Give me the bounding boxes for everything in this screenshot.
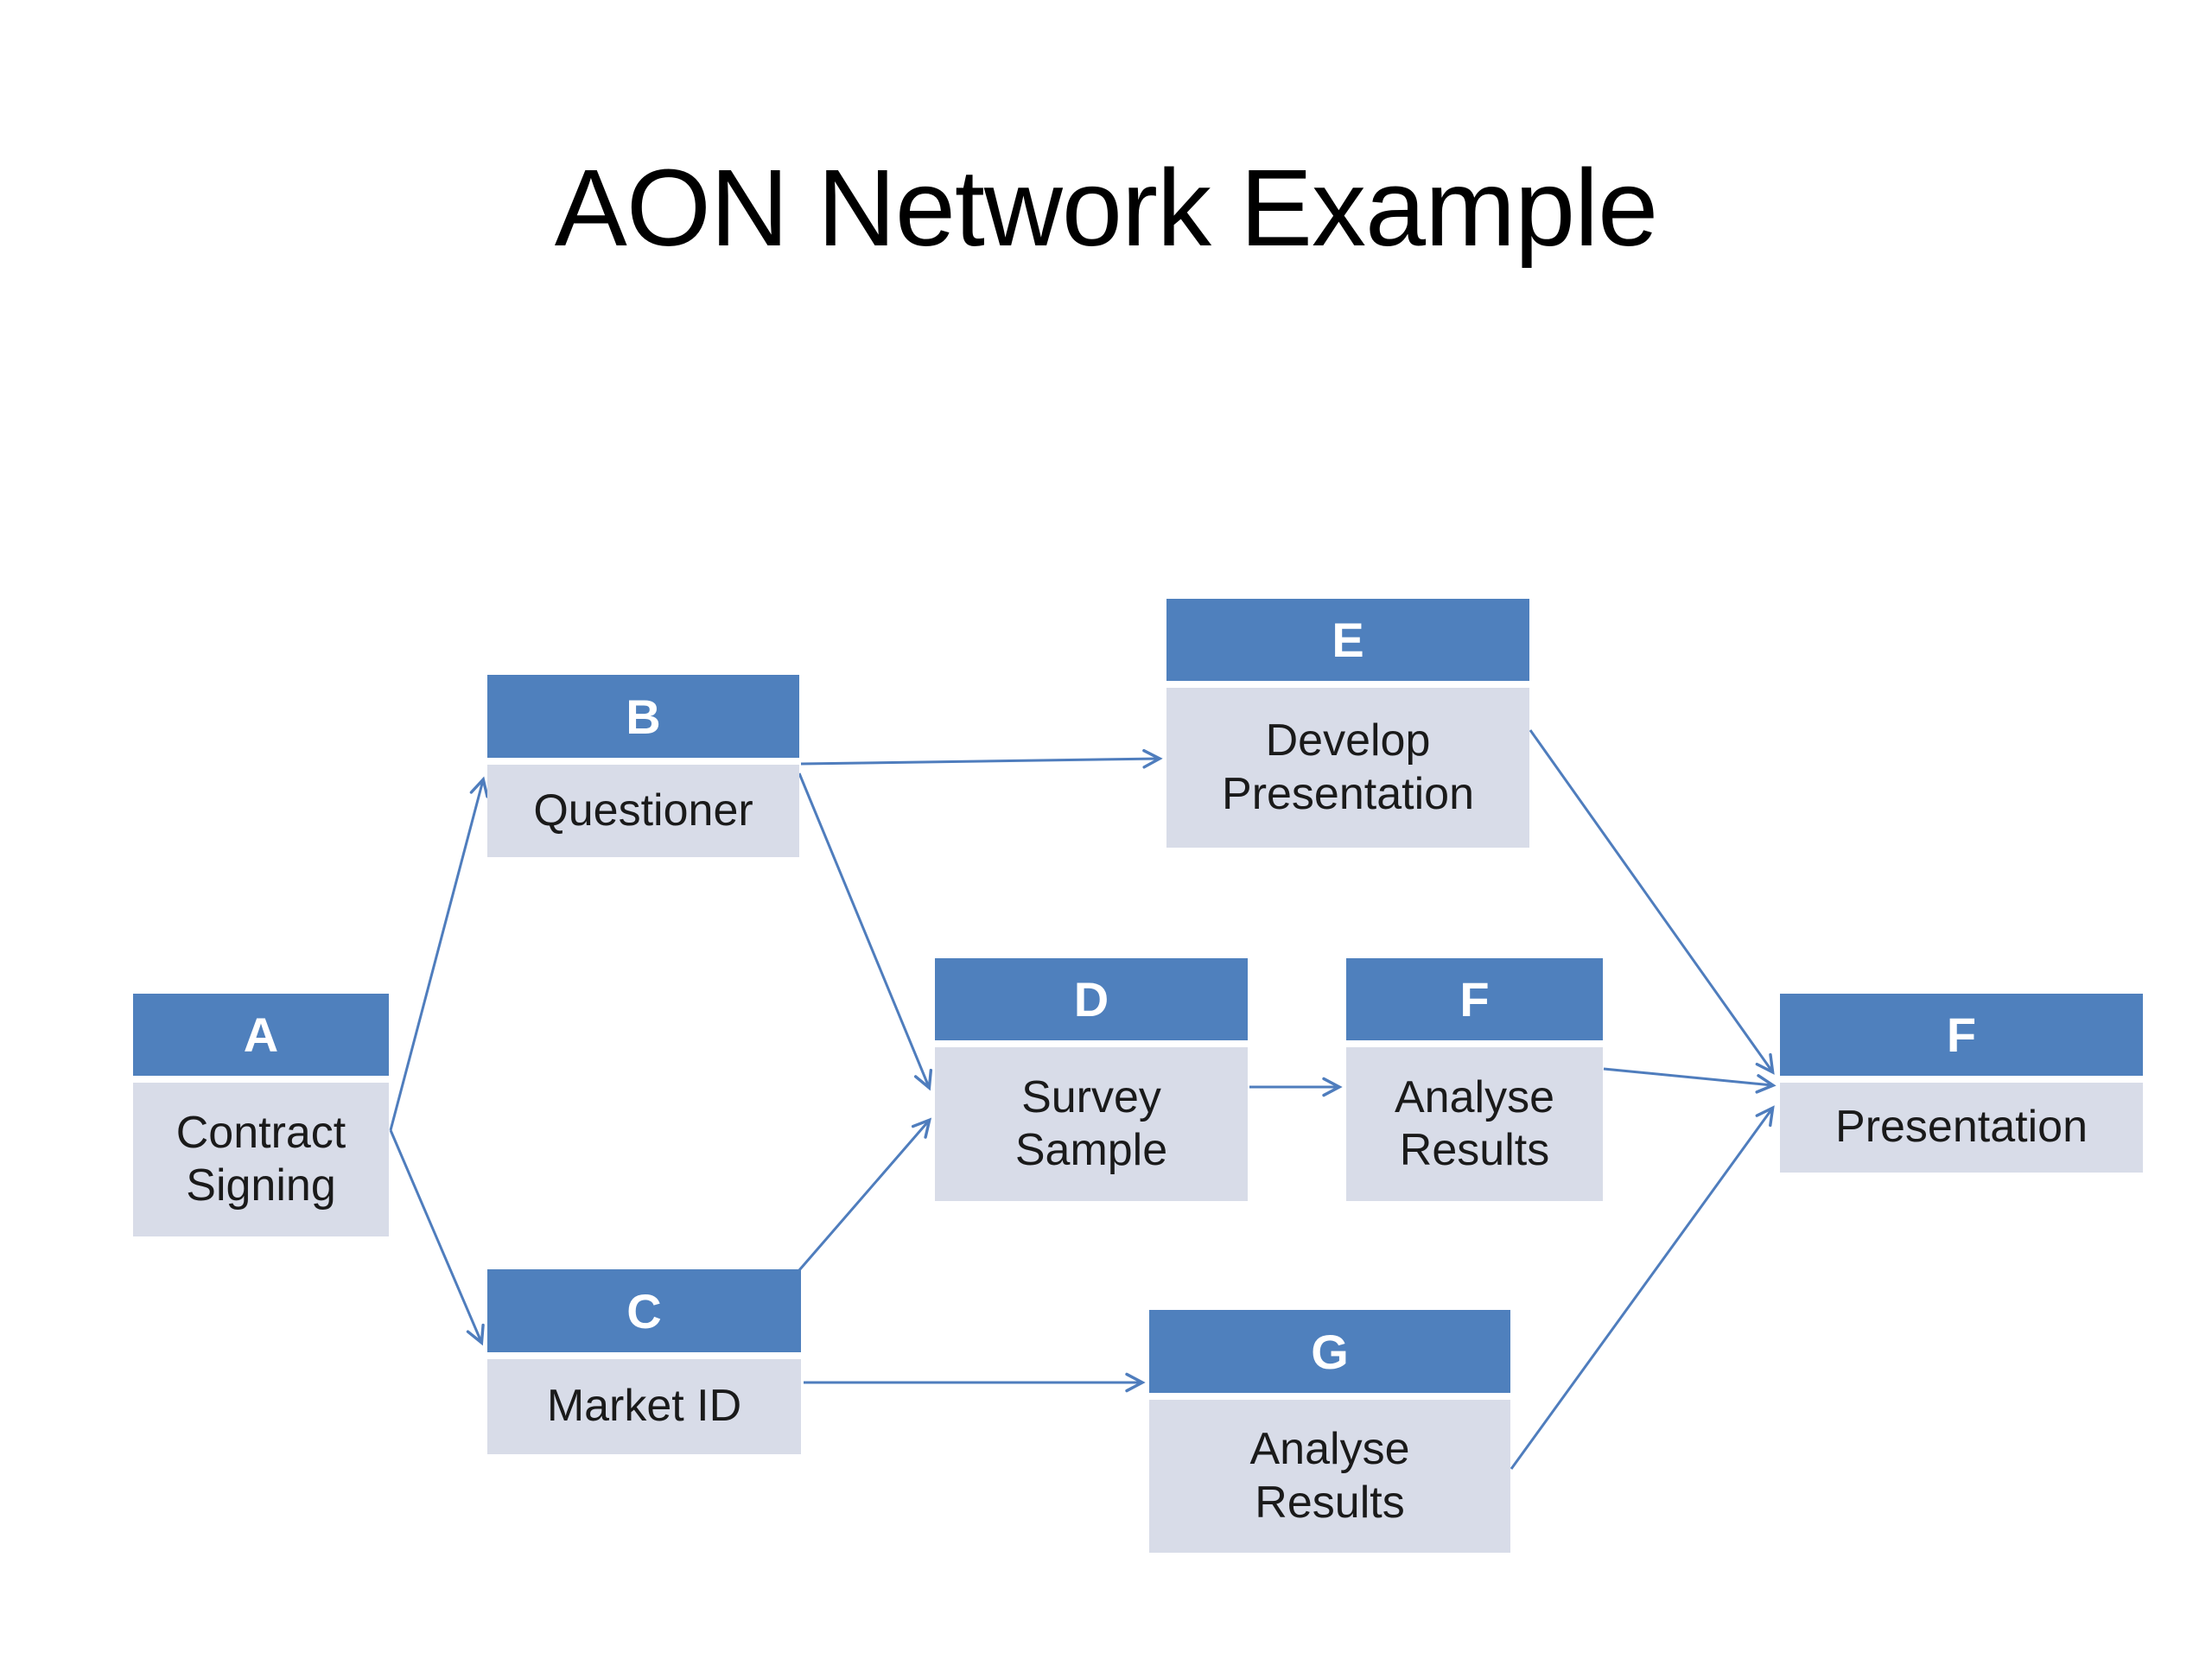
node-E-header: E bbox=[1166, 599, 1529, 681]
node-F2-body: Presentation bbox=[1780, 1083, 2143, 1173]
node-B-label: B bbox=[626, 689, 661, 744]
node-G: G Analyse Results bbox=[1149, 1310, 1510, 1553]
node-F1-body: Analyse Results bbox=[1346, 1047, 1603, 1201]
node-F1-text: Analyse Results bbox=[1395, 1071, 1554, 1175]
node-B-text: Questioner bbox=[533, 785, 753, 836]
node-C: C Market ID bbox=[487, 1269, 801, 1454]
edge-C-D bbox=[798, 1117, 932, 1271]
node-E: E Develop Presentation bbox=[1166, 599, 1529, 848]
node-F2-text: Presentation bbox=[1835, 1102, 2088, 1153]
node-A: A Contract Signing bbox=[133, 994, 389, 1236]
node-F2-label: F bbox=[1946, 1007, 1977, 1062]
node-A-text: Contract Signing bbox=[175, 1107, 346, 1211]
edge-A-C bbox=[389, 1129, 485, 1346]
node-F2-header: F bbox=[1780, 994, 2143, 1076]
node-A-label: A bbox=[243, 1007, 279, 1062]
edge-E-F2 bbox=[1529, 729, 1775, 1075]
node-G-label: G bbox=[1311, 1324, 1349, 1379]
node-G-body: Analyse Results bbox=[1149, 1400, 1510, 1553]
node-C-header: C bbox=[487, 1269, 801, 1352]
node-D-label: D bbox=[1073, 972, 1109, 1027]
edge-G-F2 bbox=[1510, 1105, 1775, 1470]
node-F1: F Analyse Results bbox=[1346, 958, 1603, 1201]
node-G-header: G bbox=[1149, 1310, 1510, 1393]
node-F2: F Presentation bbox=[1780, 994, 2143, 1173]
node-B: B Questioner bbox=[487, 675, 799, 857]
edge-A-B bbox=[389, 776, 489, 1131]
node-G-text: Analyse Results bbox=[1249, 1424, 1410, 1528]
node-C-text: Market ID bbox=[546, 1381, 742, 1432]
node-E-body: Develop Presentation bbox=[1166, 688, 1529, 848]
node-C-label: C bbox=[626, 1283, 662, 1338]
edge-B-D bbox=[798, 772, 933, 1091]
node-E-label: E bbox=[1332, 613, 1364, 667]
edge-B-E bbox=[800, 748, 1163, 769]
node-D-body: Survey Sample bbox=[935, 1047, 1248, 1201]
node-D-text: Survey Sample bbox=[1014, 1071, 1168, 1175]
node-D-header: D bbox=[935, 958, 1248, 1040]
node-F1-header: F bbox=[1346, 958, 1603, 1040]
node-D: D Survey Sample bbox=[935, 958, 1248, 1201]
node-C-body: Market ID bbox=[487, 1359, 801, 1454]
node-E-text: Develop Presentation bbox=[1222, 715, 1474, 819]
node-F1-label: F bbox=[1459, 972, 1490, 1027]
edge-F1-F2 bbox=[1603, 1067, 1777, 1094]
node-B-header: B bbox=[487, 675, 799, 758]
node-A-header: A bbox=[133, 994, 389, 1076]
node-B-body: Questioner bbox=[487, 765, 799, 857]
node-A-body: Contract Signing bbox=[133, 1083, 389, 1236]
page-title: AON Network Example bbox=[554, 147, 1658, 269]
